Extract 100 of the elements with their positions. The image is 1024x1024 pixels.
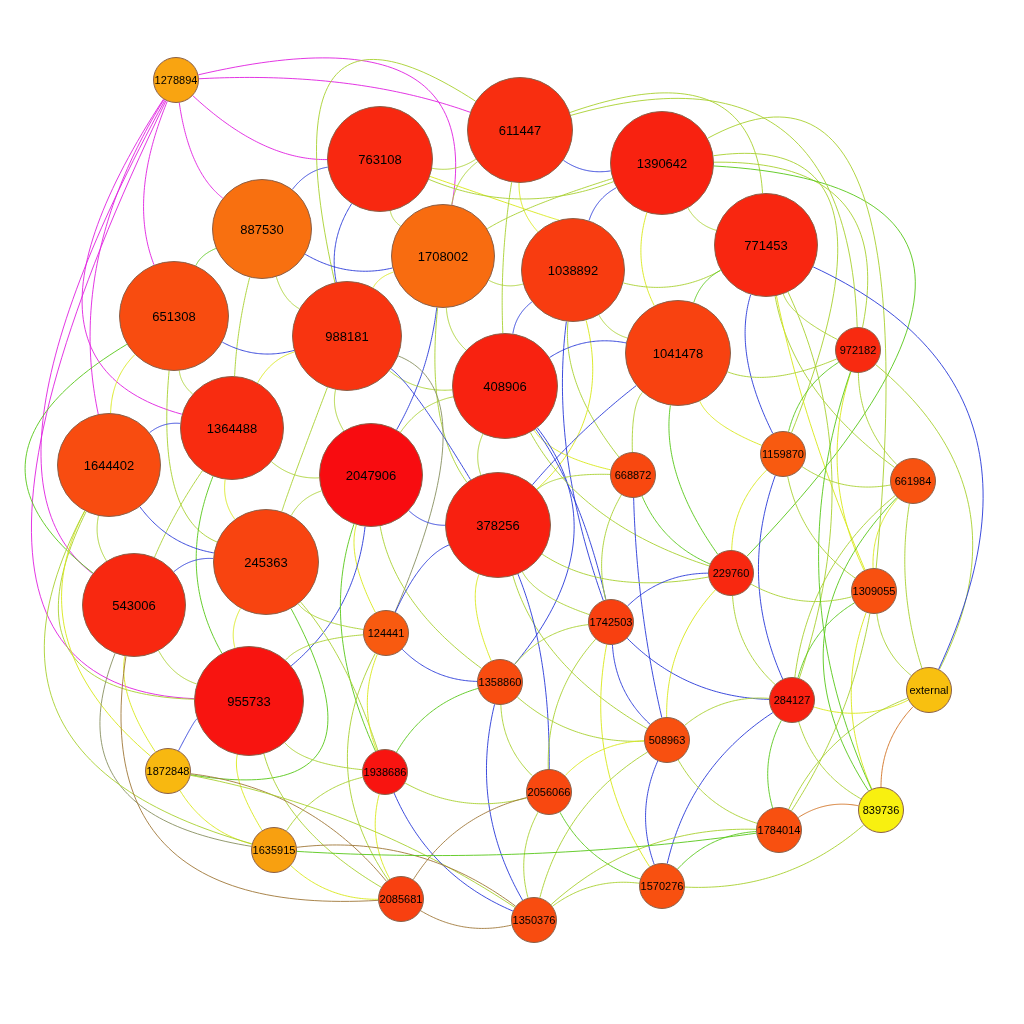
network-edge: [224, 479, 236, 520]
node-circle: [644, 717, 690, 763]
network-edge: [24, 343, 128, 574]
network-edge: [518, 182, 539, 233]
network-edge: [263, 753, 382, 888]
node-label: 1159870: [762, 448, 804, 460]
network-edge: [372, 271, 395, 289]
network-edge: [394, 544, 450, 613]
network-edge: [81, 98, 183, 415]
network-edge: [30, 100, 195, 700]
network-edge: [120, 655, 379, 902]
network-edge: [532, 385, 637, 486]
node-label: 661984: [894, 475, 932, 487]
network-edge: [275, 276, 300, 310]
network-edge: [517, 573, 550, 770]
network-edge: [611, 644, 651, 725]
network-edge: [390, 368, 472, 481]
network-edge: [477, 433, 484, 476]
network-edge: [431, 158, 477, 170]
network-edge: [713, 152, 839, 434]
network-edge: [514, 624, 589, 665]
network-edge: [166, 370, 218, 543]
network-edge: [713, 161, 869, 328]
network-edge: [290, 526, 366, 667]
network-edge: [750, 583, 853, 603]
network-edge: [297, 603, 364, 630]
network-edge: [512, 301, 533, 335]
network-edge: [677, 759, 758, 824]
node-label: 508963: [648, 734, 686, 746]
network-edge: [516, 696, 645, 742]
node-circle: [851, 568, 897, 614]
node-circle: [511, 897, 557, 943]
network-edge: [798, 721, 862, 800]
node-label: 1278894: [154, 74, 198, 86]
node-label: 284127: [773, 694, 811, 706]
network-edge: [645, 760, 659, 865]
node-label: 408906: [483, 379, 527, 393]
network-edge: [257, 351, 295, 384]
network-edge: [43, 510, 253, 845]
network-edge: [788, 361, 840, 433]
network-edge: [123, 655, 156, 753]
network-edge: [346, 652, 389, 881]
network-edge: [290, 865, 379, 900]
node-circle: [639, 863, 685, 909]
node-label: 378256: [476, 518, 520, 532]
node-circle: [760, 431, 806, 477]
network-edge: [500, 704, 533, 777]
node-label: 2085681: [379, 893, 423, 905]
network-edge: [533, 429, 612, 471]
node-label: 1644402: [83, 458, 135, 472]
network-edge: [570, 97, 858, 328]
network-edge: [284, 742, 363, 771]
node-circle: [906, 667, 952, 713]
network-edge: [501, 181, 513, 334]
network-edge: [850, 612, 873, 790]
node-circle: [858, 787, 904, 833]
network-edge: [401, 648, 478, 682]
network-edge: [547, 638, 597, 770]
network-edge: [523, 811, 539, 899]
network-edge: [232, 607, 241, 649]
network-edge: [818, 371, 872, 790]
network-edge: [57, 511, 195, 700]
network-edge: [822, 497, 898, 792]
network-edge: [339, 523, 376, 752]
network-edge: [198, 76, 471, 113]
network-edge: [684, 697, 770, 726]
node-label: 1570276: [640, 880, 684, 892]
network-edge: [797, 602, 855, 679]
network-edge: [684, 824, 865, 888]
node-circle: [145, 748, 191, 794]
network-edge: [366, 653, 378, 752]
node-circle: [362, 749, 408, 795]
network-edge: [96, 515, 107, 562]
node-label: 1350376: [512, 914, 556, 926]
network-edge: [857, 372, 898, 466]
network-edge: [588, 187, 617, 222]
network-edge: [626, 637, 770, 700]
network-edge: [389, 210, 401, 227]
network-edge: [333, 203, 353, 283]
network-edge: [374, 793, 391, 880]
network-edge: [731, 469, 768, 551]
node-circle: [378, 876, 424, 922]
network-edge: [486, 703, 523, 901]
network-edge: [687, 207, 717, 231]
network-edge: [429, 175, 560, 221]
network-edge: [791, 613, 871, 812]
network-edge: [693, 269, 722, 303]
network-edge: [139, 506, 215, 554]
network-edge: [550, 828, 757, 906]
network-edge: [300, 601, 379, 751]
network-edge: [713, 165, 916, 557]
network-edge: [316, 58, 477, 283]
network-edge: [601, 494, 622, 601]
network-edge: [514, 427, 575, 665]
node-label: 839736: [862, 804, 900, 816]
network-edge: [767, 719, 782, 809]
network-edge: [281, 386, 328, 512]
network-edge: [564, 740, 645, 777]
node-circle: [890, 458, 936, 504]
network-edge: [801, 466, 891, 488]
